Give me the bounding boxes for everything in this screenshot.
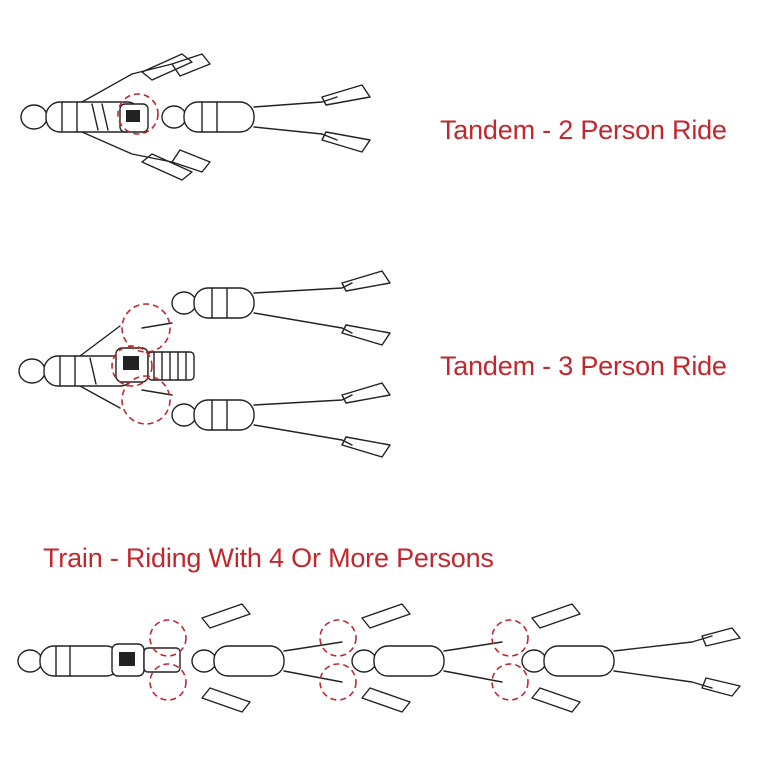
caption-two-person: Tandem - 2 Person Ride <box>440 115 727 145</box>
lead-diver-icon <box>17 645 121 677</box>
grip-highlight-top <box>121 303 171 353</box>
grip-highlight <box>491 663 529 701</box>
grip-highlight-bottom <box>121 375 171 425</box>
diver-2-icon <box>191 641 343 683</box>
panel-three-person <box>12 258 412 473</box>
grip-highlight-scooter <box>111 345 153 387</box>
two-person-illustration <box>20 53 371 181</box>
grip-highlight <box>319 663 357 701</box>
grip-highlight <box>319 619 357 657</box>
second-diver-icon <box>141 53 371 181</box>
grip-highlight <box>117 93 159 135</box>
diver-4-icon <box>521 627 741 697</box>
diver-3-icon <box>351 641 503 683</box>
train-illustration <box>17 603 741 713</box>
three-person-illustration <box>18 270 391 458</box>
caption-train: Train - Riding With 4 Or More Persons <box>43 543 494 573</box>
upper-diver-icon <box>141 270 391 346</box>
panel-train <box>12 598 762 733</box>
grip-highlight <box>491 619 529 657</box>
caption-three-person: Tandem - 3 Person Ride <box>440 351 727 381</box>
grip-highlight <box>149 619 187 657</box>
panel-two-person <box>12 52 397 182</box>
grip-highlight <box>149 663 187 701</box>
lower-diver-icon <box>141 382 391 458</box>
